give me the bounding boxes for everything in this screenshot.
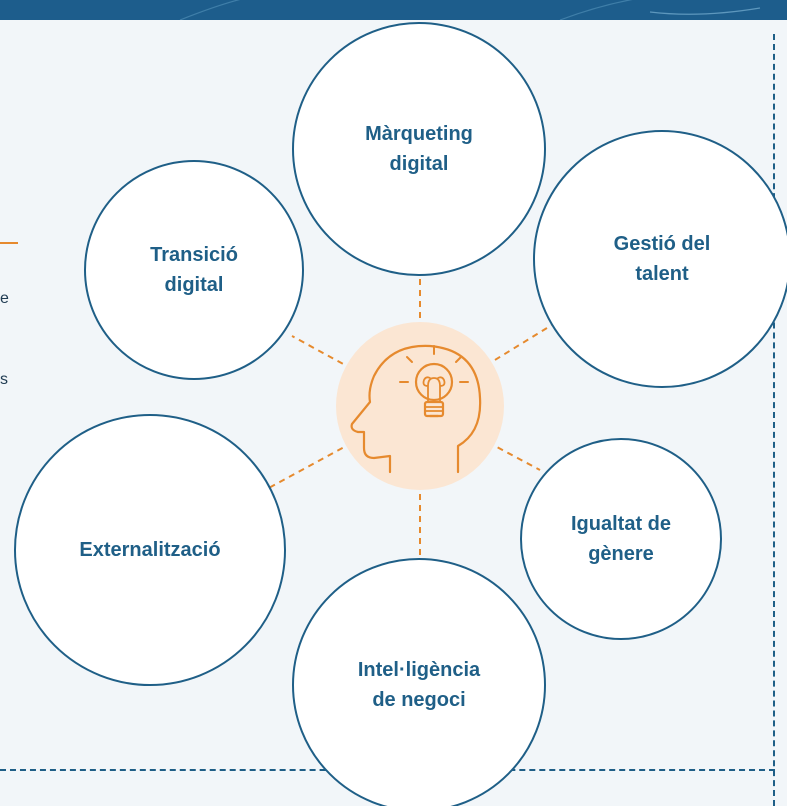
halo-circle bbox=[336, 322, 504, 490]
accent-line bbox=[0, 242, 18, 244]
bulb-filament bbox=[422, 376, 446, 403]
connector-externalitzacio bbox=[264, 405, 421, 491]
node-label: Màrqueting digital bbox=[365, 123, 473, 175]
bulb-glass bbox=[414, 362, 454, 402]
node-label: Externalització bbox=[79, 539, 221, 561]
node-label: Intel·ligència de negoci bbox=[357, 659, 481, 711]
node-label: Igualtat de gènere bbox=[570, 513, 671, 565]
node-igualtat-de-genere: Igualtat de gènere bbox=[520, 438, 722, 640]
cropped-text-fragment: s bbox=[0, 371, 8, 388]
cropped-text-fragment: e bbox=[0, 290, 9, 307]
node-label: Transició digital bbox=[150, 244, 238, 296]
node-intel-ligencia-de-negoci: Intel·ligència de negoci bbox=[292, 558, 546, 806]
banner-decoration bbox=[179, 0, 761, 20]
node-externalitzacio: Externalització bbox=[14, 414, 286, 686]
node-marqueting-digital: Màrqueting digital bbox=[292, 22, 546, 276]
bulb-rays bbox=[399, 345, 469, 383]
head-with-lightbulb-icon bbox=[336, 322, 504, 490]
dashed-border-right bbox=[773, 34, 775, 806]
node-label: Gestió del talent bbox=[613, 233, 711, 285]
center-hub bbox=[334, 320, 506, 492]
node-gestio-del-talent: Gestió del talent bbox=[533, 130, 787, 388]
header-banner bbox=[0, 0, 787, 20]
node-transicio-digital: Transició digital bbox=[84, 160, 304, 380]
head-silhouette bbox=[350, 344, 482, 474]
